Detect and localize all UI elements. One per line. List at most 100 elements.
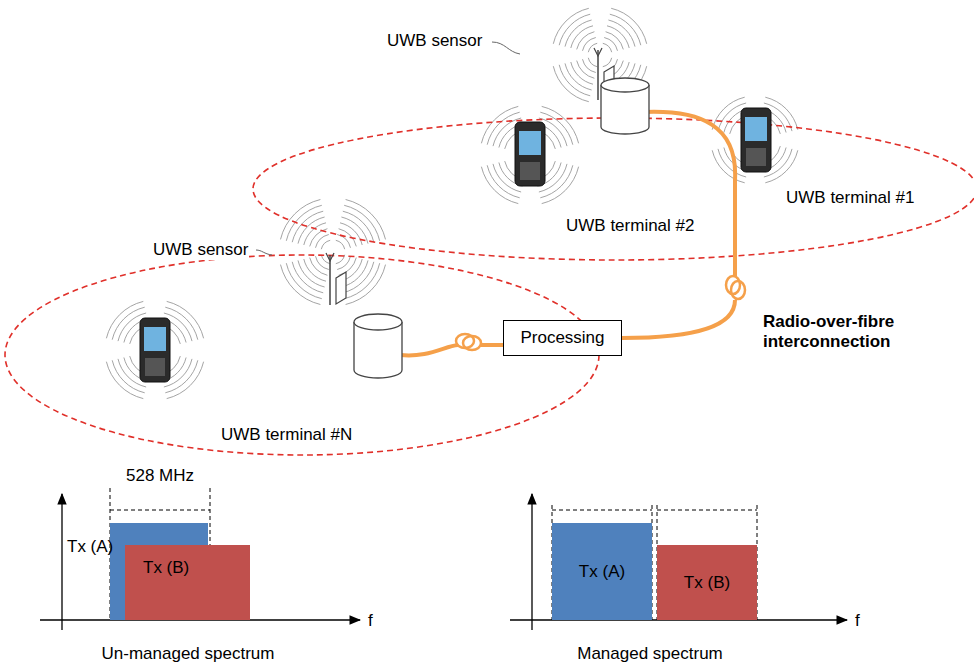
- radio-wave: [583, 59, 596, 72]
- radio-wave: [106, 301, 143, 338]
- radio-wave: [343, 262, 374, 293]
- fibre-coil: [463, 336, 481, 350]
- radio-wave: [577, 32, 595, 50]
- radio-wave: [298, 260, 325, 287]
- radio-waves: [106, 8, 797, 398]
- radio-wave: [553, 8, 589, 44]
- optical-fibre: [400, 345, 458, 355]
- optical-fibre: [622, 300, 735, 338]
- part-label: UWB terminal #N: [220, 425, 353, 445]
- sensor-cylinder-top: [354, 314, 402, 330]
- antenna-tip: [326, 253, 334, 261]
- radio-wave: [603, 43, 612, 52]
- phone-screen: [519, 131, 541, 155]
- radio-wave: [344, 205, 380, 241]
- radio-wave: [286, 263, 322, 299]
- part-label: UWB sensor: [386, 31, 483, 51]
- antenna-panel: [336, 272, 346, 304]
- radio-wave: [565, 20, 592, 47]
- radio-wave: [337, 256, 350, 269]
- radio-wave: [559, 14, 590, 45]
- band-label: Tx (A): [579, 562, 625, 582]
- band-label: Tx (A): [67, 537, 113, 557]
- radio-wave: [588, 58, 597, 67]
- dimension-label: 528 MHz: [125, 466, 195, 486]
- radio-wave: [571, 26, 593, 48]
- phone-screen: [745, 117, 767, 141]
- part-label: UWB terminal #2: [565, 216, 695, 236]
- optical-fibre: [480, 343, 503, 347]
- phone-keypad: [520, 162, 540, 180]
- radio-wave: [310, 258, 328, 276]
- process-box: Processing: [503, 320, 622, 356]
- part-label: UWB sensor: [152, 240, 249, 260]
- radio-wave: [321, 240, 330, 249]
- leader-line: [256, 250, 272, 255]
- radio-wave: [607, 26, 629, 48]
- terminals: [140, 108, 771, 382]
- phone-keypad: [746, 148, 766, 166]
- chart-caption: Un-managed spectrum: [101, 644, 276, 664]
- radio-wave: [316, 235, 329, 248]
- radio-wave: [571, 62, 593, 84]
- radio-wave: [106, 362, 143, 399]
- optical-fibre: [645, 112, 735, 276]
- spectrum-band: Tx (B): [125, 545, 250, 620]
- axis-label: f: [367, 611, 374, 631]
- phone-keypad: [145, 358, 165, 376]
- radio-wave: [481, 106, 518, 143]
- radio-wave: [608, 20, 635, 47]
- radio-wave: [577, 61, 595, 79]
- band-label: Tx (B): [684, 573, 730, 593]
- radio-wave: [481, 167, 518, 204]
- antenna-tip: [594, 48, 602, 56]
- radio-wave: [603, 58, 612, 67]
- radio-wave: [167, 301, 204, 338]
- radio-wave: [304, 223, 326, 245]
- antenna-mast: [329, 255, 331, 305]
- sensor-cylinder-top: [601, 78, 649, 92]
- axis: [61, 494, 62, 630]
- radio-wave: [346, 265, 386, 305]
- part-label: Radio-over-fibre interconnection: [762, 312, 922, 353]
- radio-wave: [339, 258, 357, 276]
- radio-wave: [344, 263, 380, 299]
- fibre-coil: [731, 281, 745, 299]
- radio-wave: [610, 14, 641, 45]
- bandwidth-marker: [552, 510, 652, 511]
- bandwidth-marker: [110, 510, 210, 511]
- spectrum-band: Tx (A): [552, 523, 652, 620]
- phone-body: [515, 122, 545, 186]
- radio-wave: [712, 150, 745, 183]
- radio-wave: [346, 200, 386, 240]
- radio-wave: [606, 32, 624, 50]
- radio-wave: [559, 65, 590, 96]
- bandwidth-marker: [657, 510, 757, 511]
- spectrum-band: Tx (B): [657, 545, 757, 620]
- radio-wave: [167, 362, 204, 399]
- phone-screen: [144, 327, 166, 351]
- band-label: Tx (B): [143, 558, 189, 578]
- radio-wave: [292, 211, 323, 242]
- radio-wave: [316, 256, 329, 269]
- radio-wave: [336, 240, 345, 249]
- antenna-mast: [597, 50, 599, 100]
- radio-wave: [604, 38, 617, 51]
- leader-line: [492, 42, 520, 54]
- radio-wave: [553, 66, 589, 102]
- axis-label: f: [854, 611, 861, 631]
- axis: [531, 494, 532, 630]
- radio-wave: [542, 106, 579, 143]
- phone-body: [741, 108, 771, 172]
- band-label: Processing: [520, 328, 604, 348]
- radio-wave: [304, 259, 326, 281]
- radio-wave: [712, 97, 745, 130]
- radio-wave: [343, 211, 374, 242]
- coverage-ellipse: [253, 118, 974, 260]
- phone-body: [140, 318, 170, 382]
- radio-wave: [611, 8, 647, 44]
- radio-wave: [292, 262, 323, 293]
- part-label: UWB terminal #1: [785, 188, 915, 208]
- chart-caption: Managed spectrum: [576, 644, 724, 664]
